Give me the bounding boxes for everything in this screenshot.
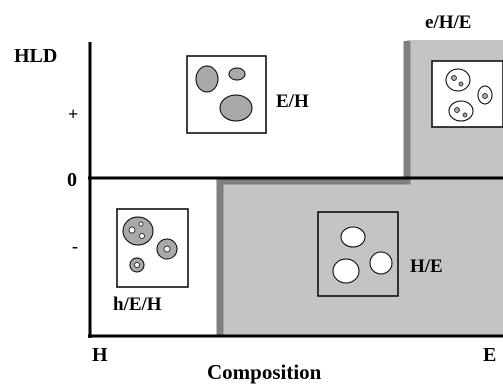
emulsion-he-diagram (317, 211, 399, 297)
region-label-ehe: e/H/E (425, 12, 471, 33)
inner-gray-droplet (458, 81, 464, 87)
white-drop (369, 251, 393, 275)
region-label-heh: h/E/H (113, 294, 162, 315)
x-axis-title: Composition (207, 360, 322, 384)
gray-drop (219, 94, 253, 122)
emulsion-heh-diagram (116, 208, 189, 288)
white-drop (332, 258, 360, 284)
x-axis-left-label: H (92, 344, 108, 366)
inner-white-droplet (139, 233, 145, 239)
inner-gray-droplet (482, 93, 488, 99)
inner-white-droplet (138, 221, 144, 227)
inner-white-droplet (163, 245, 171, 253)
gray-drop (195, 65, 219, 93)
phase-boundary-line (216, 41, 411, 335)
region-label-eh: E/H (276, 91, 309, 112)
y-tick-zero: 0 (67, 169, 77, 191)
inner-gray-droplet (451, 75, 457, 81)
inner-white-droplet (128, 226, 136, 234)
gray-drop (122, 216, 154, 246)
x-axis-right-label: E (483, 344, 496, 366)
y-tick-minus: - (72, 236, 78, 256)
white-drop (445, 68, 471, 92)
inner-white-droplet (134, 262, 140, 268)
emulsion-eh-diagram (186, 55, 267, 134)
y-tick-plus: + (68, 104, 78, 124)
inner-gray-droplet (454, 107, 460, 113)
y-axis-label: HLD (14, 45, 57, 67)
emulsion-ehe-diagram (431, 60, 503, 128)
white-drop (340, 226, 366, 248)
gray-drop (228, 67, 246, 81)
white-drop (448, 100, 474, 122)
region-label-he: H/E (410, 256, 443, 277)
inner-gray-droplet (462, 112, 468, 118)
emulsion-box (186, 55, 267, 134)
